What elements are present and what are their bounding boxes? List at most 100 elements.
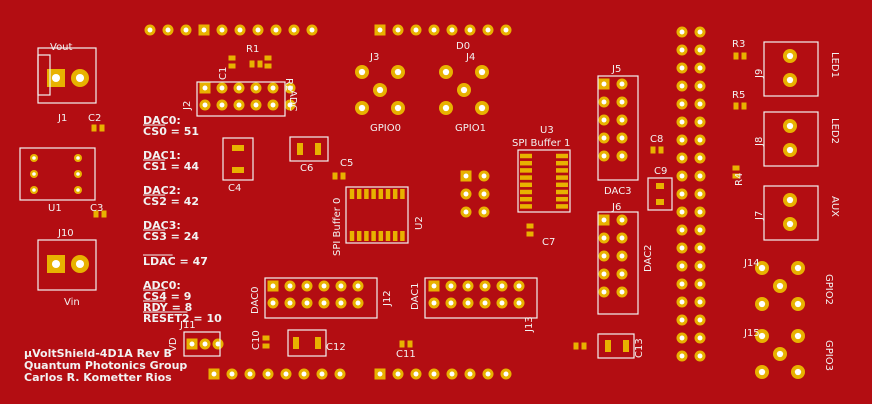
label-spi0: SPI Buffer 0 [332, 198, 343, 256]
j13-pin-drill [465, 283, 471, 289]
j1-tab [37, 54, 51, 96]
j5-pin-drill [601, 99, 607, 105]
c9 [656, 199, 664, 205]
j5-pin-drill [601, 117, 607, 123]
j10-pin-drill [75, 259, 85, 269]
top-header-pin-drill [147, 27, 153, 33]
u2-pad [385, 189, 391, 199]
j6-pin-drill [619, 235, 625, 241]
double-row-header-pin-drill [697, 209, 703, 215]
c12-outline [287, 329, 327, 357]
c3 [93, 210, 99, 218]
j2-pin-drill [287, 85, 293, 91]
c13-pad [581, 342, 587, 350]
double-row-header-pin-drill [697, 47, 703, 53]
j9-pin-drill [786, 76, 794, 84]
double-row-header-pin-drill [697, 299, 703, 305]
bottom-header-pin-drill [301, 371, 307, 377]
r4 [732, 165, 740, 171]
j5-pin-drill [601, 153, 607, 159]
j4-ground-drill [442, 104, 450, 112]
label-j7: J7 [754, 211, 765, 221]
pin-note-heading: DAC1: [143, 149, 181, 162]
bottom-header-pin-drill [337, 371, 343, 377]
u2-pad [378, 189, 384, 199]
label-r3: R3 [732, 39, 745, 50]
label-spi1: SPI Buffer 1 [512, 138, 570, 149]
aux-header-pin-drill [463, 173, 469, 179]
c8 [650, 146, 656, 154]
bottom-header-pin-drill [395, 371, 401, 377]
double-row-header-pin-drill [679, 29, 685, 35]
r2 [264, 55, 272, 61]
aux-header-pin-drill [463, 209, 469, 215]
label-r2: R2 [283, 78, 294, 91]
label-j13: J13 [524, 316, 535, 333]
double-row-header-pin-drill [697, 137, 703, 143]
double-row-header-pin-drill [697, 119, 703, 125]
label-c3: C3 [90, 203, 103, 214]
c10 [262, 335, 270, 341]
aux-header-pin-drill [481, 191, 487, 197]
j15-ground-drill [758, 332, 766, 340]
label-led1: LED1 [829, 52, 840, 78]
pin-note-line: LDAC = 47 [143, 255, 208, 268]
j13-outline [424, 277, 538, 319]
j12-pin-drill [338, 300, 344, 306]
double-row-header-pin-drill [679, 137, 685, 143]
j13-pin-drill [448, 283, 454, 289]
j12-pin-drill [287, 300, 293, 306]
j15-ground-drill [758, 368, 766, 376]
j2-pin-drill [253, 85, 259, 91]
j13-pin-drill [431, 300, 437, 306]
label-c1: C1 [218, 67, 229, 80]
j13-pin-drill [499, 283, 505, 289]
label-j3: J3 [369, 52, 379, 63]
u3-outline [517, 149, 571, 213]
double-row-header-pin-drill [697, 335, 703, 341]
label-adc: ADC [287, 90, 298, 112]
j12-pin-drill [304, 283, 310, 289]
double-row-header-pin-drill [679, 281, 685, 287]
j12-pin-drill [355, 283, 361, 289]
r4 [732, 173, 740, 179]
j15-center-drill [776, 350, 784, 358]
label-j12: J12 [382, 290, 393, 307]
j12-pin-drill [321, 300, 327, 306]
c10 [262, 343, 270, 349]
c12 [293, 337, 299, 349]
j5-outline [597, 75, 639, 181]
u2-pad [371, 231, 376, 241]
u2-pad [349, 231, 355, 241]
j12-pin-drill [338, 283, 344, 289]
label-c4: C4 [228, 183, 241, 194]
pin-note-heading: DAC3: [143, 219, 181, 232]
double-row-header-pin-drill [679, 335, 685, 341]
label-gpio0: GPIO0 [370, 123, 401, 134]
j6-pin-drill [601, 217, 607, 223]
double-row-header-pin-drill [679, 353, 685, 359]
credits-line: Quantum Photonics Group [24, 359, 187, 372]
label-u1: U1 [48, 203, 62, 214]
u3-pad [556, 168, 568, 173]
bottom-header-pin-drill [503, 371, 509, 377]
r5 [741, 102, 747, 110]
j2-pin-drill [236, 85, 242, 91]
u3-pad [556, 153, 568, 159]
aux-header-pin-drill [481, 173, 487, 179]
label-vout: Vout [50, 42, 73, 53]
u2-pad [371, 189, 376, 199]
pin-note-line: CS0 = 51 [143, 125, 199, 138]
u3-pad [520, 196, 532, 202]
bottom-header-pin-drill [265, 371, 271, 377]
j2-pin-drill [202, 102, 208, 108]
u2-pad [378, 231, 384, 241]
label-c11: C11 [396, 349, 416, 360]
pin-note-line: CS3 = 24 [143, 230, 199, 243]
c1 [228, 63, 236, 69]
j7-pin-drill [786, 196, 794, 204]
r3 [741, 52, 747, 60]
j13-pin-drill [516, 283, 522, 289]
r1 [257, 60, 263, 68]
bottom-header-pin-drill [431, 371, 437, 377]
